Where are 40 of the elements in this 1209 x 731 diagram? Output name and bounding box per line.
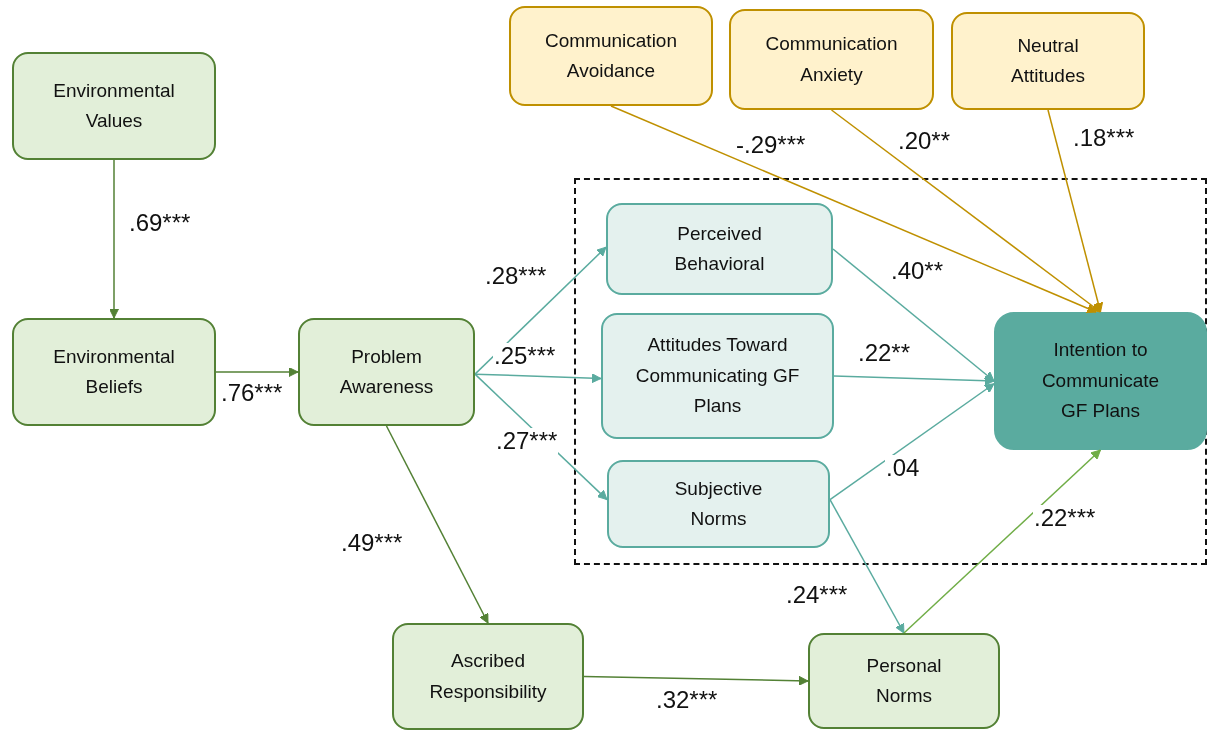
edge-label: .27*** bbox=[495, 428, 559, 455]
arrow bbox=[385, 425, 489, 624]
arrow bbox=[830, 109, 1102, 313]
arrow bbox=[903, 449, 1102, 634]
construct-box bbox=[509, 6, 713, 106]
arrow bbox=[829, 498, 905, 634]
node-label: Subjective Norms bbox=[673, 476, 764, 531]
arrow bbox=[1047, 109, 1104, 313]
construct-box bbox=[601, 313, 834, 439]
arrow bbox=[215, 367, 299, 377]
construct-box bbox=[606, 203, 833, 295]
construct-box bbox=[607, 460, 830, 548]
arrow bbox=[583, 675, 809, 686]
node-label: Communication Anxiety bbox=[764, 32, 899, 87]
outcome-box bbox=[994, 312, 1207, 450]
construct-box bbox=[392, 623, 584, 730]
node-label: Problem Awareness bbox=[338, 344, 435, 399]
construct-box bbox=[729, 9, 934, 110]
arrow bbox=[610, 105, 1097, 314]
arrow bbox=[833, 375, 995, 386]
node-label: Environmental Values bbox=[52, 78, 176, 133]
construct-box bbox=[951, 12, 1145, 110]
arrow bbox=[474, 246, 607, 375]
node-label: Ascribed Responsibility bbox=[428, 649, 548, 704]
node-label: Personal Norms bbox=[865, 653, 943, 708]
arrow bbox=[832, 248, 995, 382]
node-label: Communication Avoidance bbox=[544, 28, 678, 83]
node-label: Neutral Attitudes bbox=[1010, 33, 1086, 88]
arrow bbox=[829, 383, 995, 501]
node-label: Perceived Behavioral bbox=[673, 221, 766, 276]
node-label: Intention to Communicate GF Plans bbox=[1040, 338, 1161, 424]
node-label: Environmental Beliefs bbox=[52, 344, 176, 399]
construct-box bbox=[12, 318, 216, 426]
arrow bbox=[109, 159, 119, 319]
construct-box bbox=[808, 633, 1000, 729]
construct-box bbox=[298, 318, 475, 426]
node-label: Attitudes Toward Communicating GF Plans bbox=[635, 333, 800, 419]
construct-box bbox=[12, 52, 216, 160]
dashed-group-box bbox=[574, 178, 1207, 565]
arrow bbox=[474, 373, 602, 384]
